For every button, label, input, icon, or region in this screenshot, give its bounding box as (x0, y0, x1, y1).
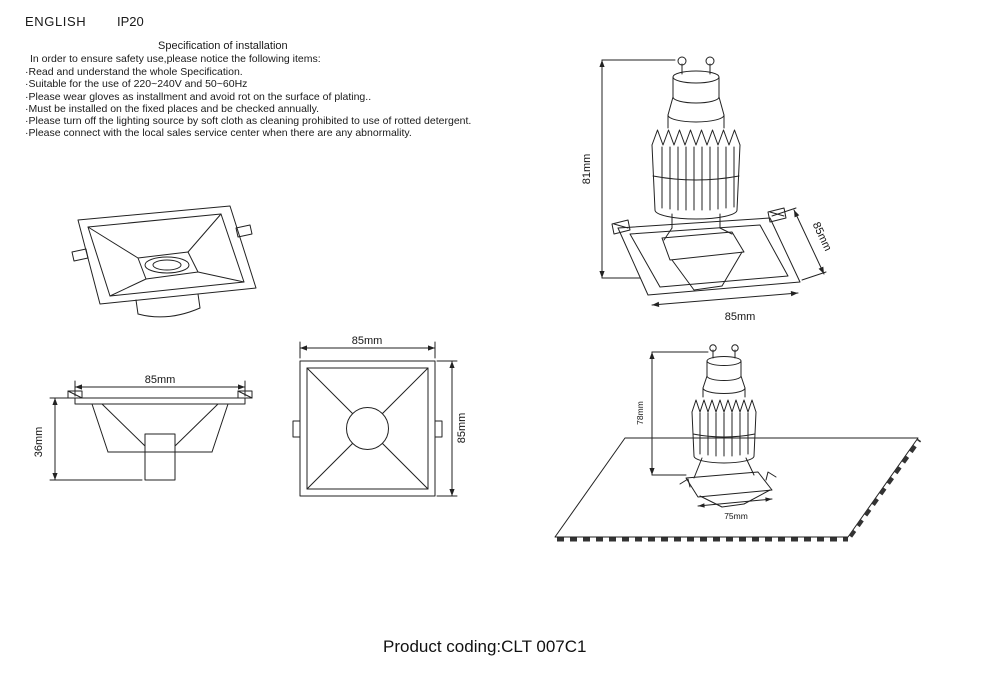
dimension-arrows (52, 384, 245, 480)
spec-item: ·Must be installed on the fixed places a… (25, 102, 319, 115)
dim-front-width: 85mm (352, 335, 383, 347)
panel-edge-hatching (557, 438, 922, 542)
front-view-geometry (292, 341, 458, 497)
ceiling-panel (554, 437, 919, 538)
dim-side-height: 36mm (33, 427, 45, 458)
perspective-view-drawing (71, 205, 257, 318)
side-view-geometry (49, 380, 253, 481)
spec-intro: In order to ensure safety use,please not… (30, 53, 321, 65)
spec-item: ·Please connect with the local sales ser… (25, 127, 412, 140)
dimension-arrows (300, 345, 455, 496)
spec-item: ·Please turn off the lighting source by … (25, 115, 472, 128)
dim-side-width: 85mm (145, 374, 176, 386)
installed-lamp-geometry (651, 344, 777, 508)
dim-assembled-height: 81mm (581, 154, 593, 185)
dim-cutout-width: 75mm (724, 511, 748, 521)
installation-view-drawing: 78mm 75mm (554, 344, 922, 542)
side-view-drawing: 85mm 36mm (33, 374, 253, 481)
dim-front-height: 85mm (456, 413, 468, 444)
dimension-labels: 78mm 75mm (635, 401, 748, 521)
front-view-drawing: 85mm 85mm (292, 335, 468, 497)
ip-rating-label: IP20 (117, 14, 144, 29)
language-label: ENGLISH (25, 14, 87, 29)
product-coding: Product coding:CLT 007C1 (383, 637, 587, 656)
spec-item: ·Read and understand the whole Specifica… (25, 66, 243, 78)
dimension-labels: 81mm 85mm 85mm (581, 154, 834, 323)
dim-install-height: 78mm (635, 401, 645, 425)
frame-outline (71, 205, 257, 318)
dimension-labels: 85mm 85mm (352, 335, 468, 443)
assembled-view-drawing: 81mm 85mm 85mm (581, 56, 834, 323)
dimension-arrows (649, 352, 772, 508)
spec-title: Specification of installation (158, 40, 288, 52)
lamp-and-frame-geometry (601, 56, 827, 306)
dimension-arrows (599, 60, 824, 307)
spec-item: ·Please wear gloves as installment and a… (25, 90, 372, 103)
dim-assembled-depth: 85mm (810, 220, 834, 253)
dim-assembled-width: 85mm (725, 311, 756, 323)
dimension-labels: 85mm 36mm (33, 374, 175, 457)
spec-items-list: ·Read and understand the whole Specifica… (25, 66, 471, 140)
spec-item: ·Suitable for the use of 220~240V and 50… (25, 78, 248, 91)
